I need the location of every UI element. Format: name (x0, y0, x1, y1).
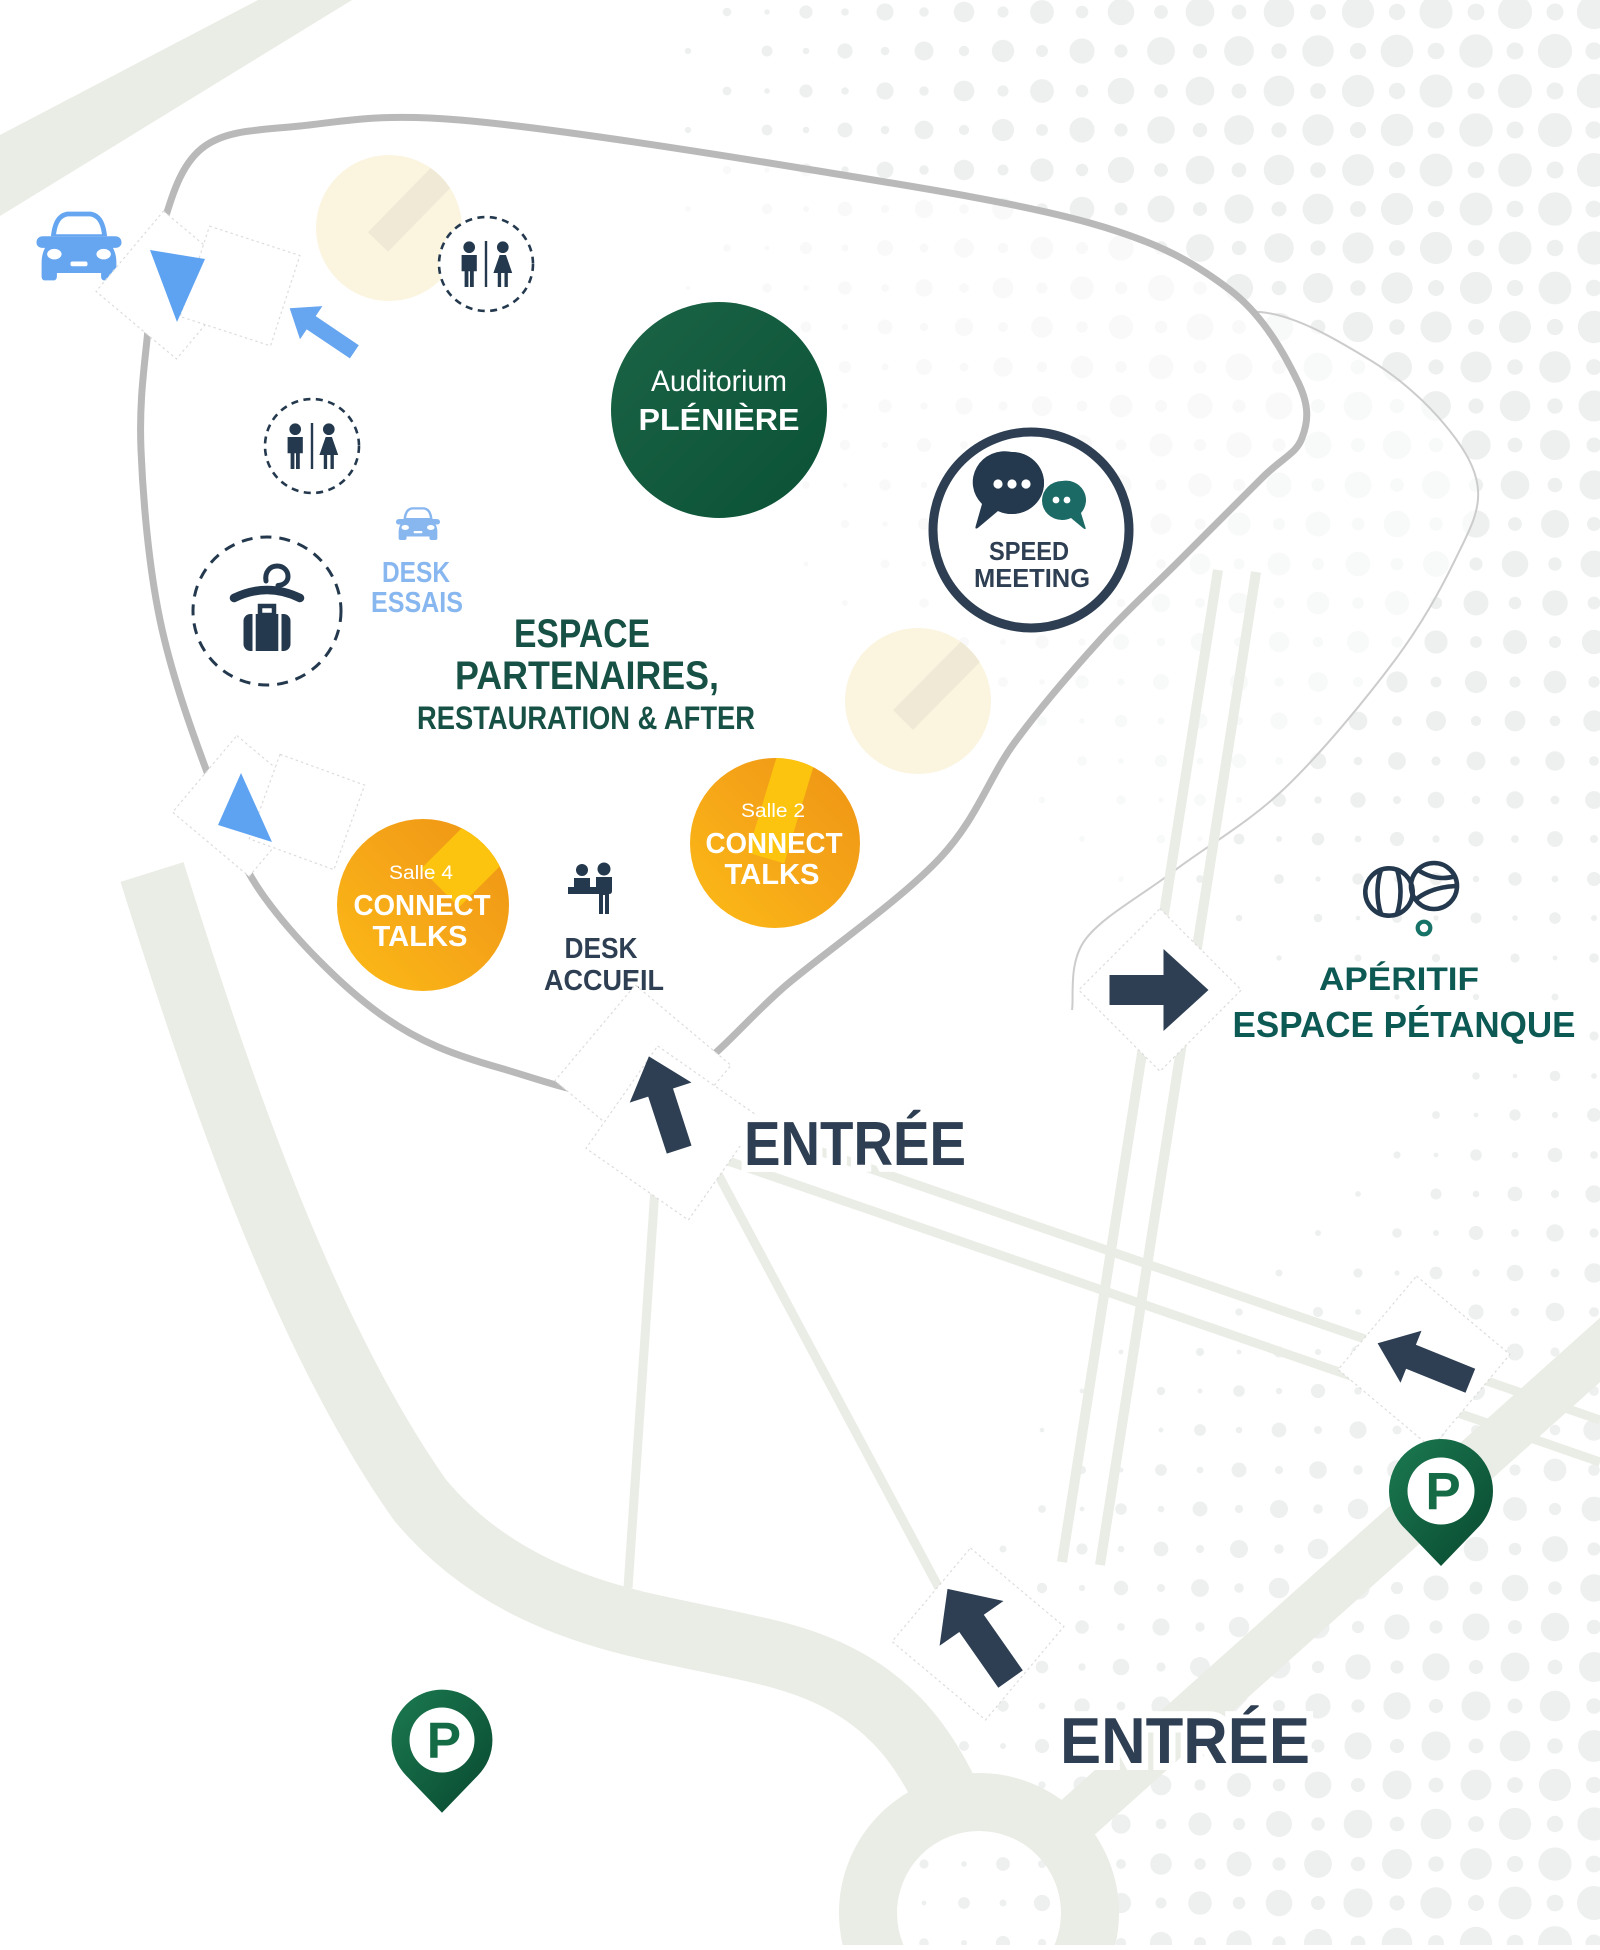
svg-text:PLÉNIÈRE: PLÉNIÈRE (639, 402, 800, 437)
svg-text:TALKS: TALKS (373, 921, 468, 953)
svg-text:ESSAIS: ESSAIS (371, 587, 463, 619)
svg-text:ACCUEIL: ACCUEIL (544, 965, 664, 997)
svg-text:Salle 2: Salle 2 (741, 801, 805, 822)
svg-text:RESTAURATION & AFTER: RESTAURATION & AFTER (417, 700, 755, 736)
svg-text:DESK: DESK (382, 557, 450, 589)
svg-text:CONNECT: CONNECT (706, 828, 843, 860)
svg-text:SPEED: SPEED (989, 536, 1069, 566)
svg-text:Salle 4: Salle 4 (389, 863, 453, 884)
svg-text:ENTRÉE: ENTRÉE (744, 1110, 966, 1179)
svg-text:ESPACE PÉTANQUE: ESPACE PÉTANQUE (1233, 1004, 1576, 1045)
svg-text:APÉRITIF: APÉRITIF (1319, 961, 1479, 997)
svg-text:MEETING: MEETING (974, 563, 1090, 593)
svg-text:P: P (1425, 1463, 1460, 1522)
svg-text:P: P (427, 1711, 461, 1769)
svg-text:PARTENAIRES,: PARTENAIRES, (455, 654, 719, 698)
svg-text:DESK: DESK (565, 933, 638, 965)
svg-text:ENTRÉE: ENTRÉE (1060, 1704, 1310, 1777)
svg-text:TALKS: TALKS (725, 859, 820, 891)
svg-text:Auditorium: Auditorium (651, 365, 787, 398)
svg-text:ESPACE: ESPACE (514, 612, 650, 656)
svg-text:CONNECT: CONNECT (354, 890, 491, 922)
